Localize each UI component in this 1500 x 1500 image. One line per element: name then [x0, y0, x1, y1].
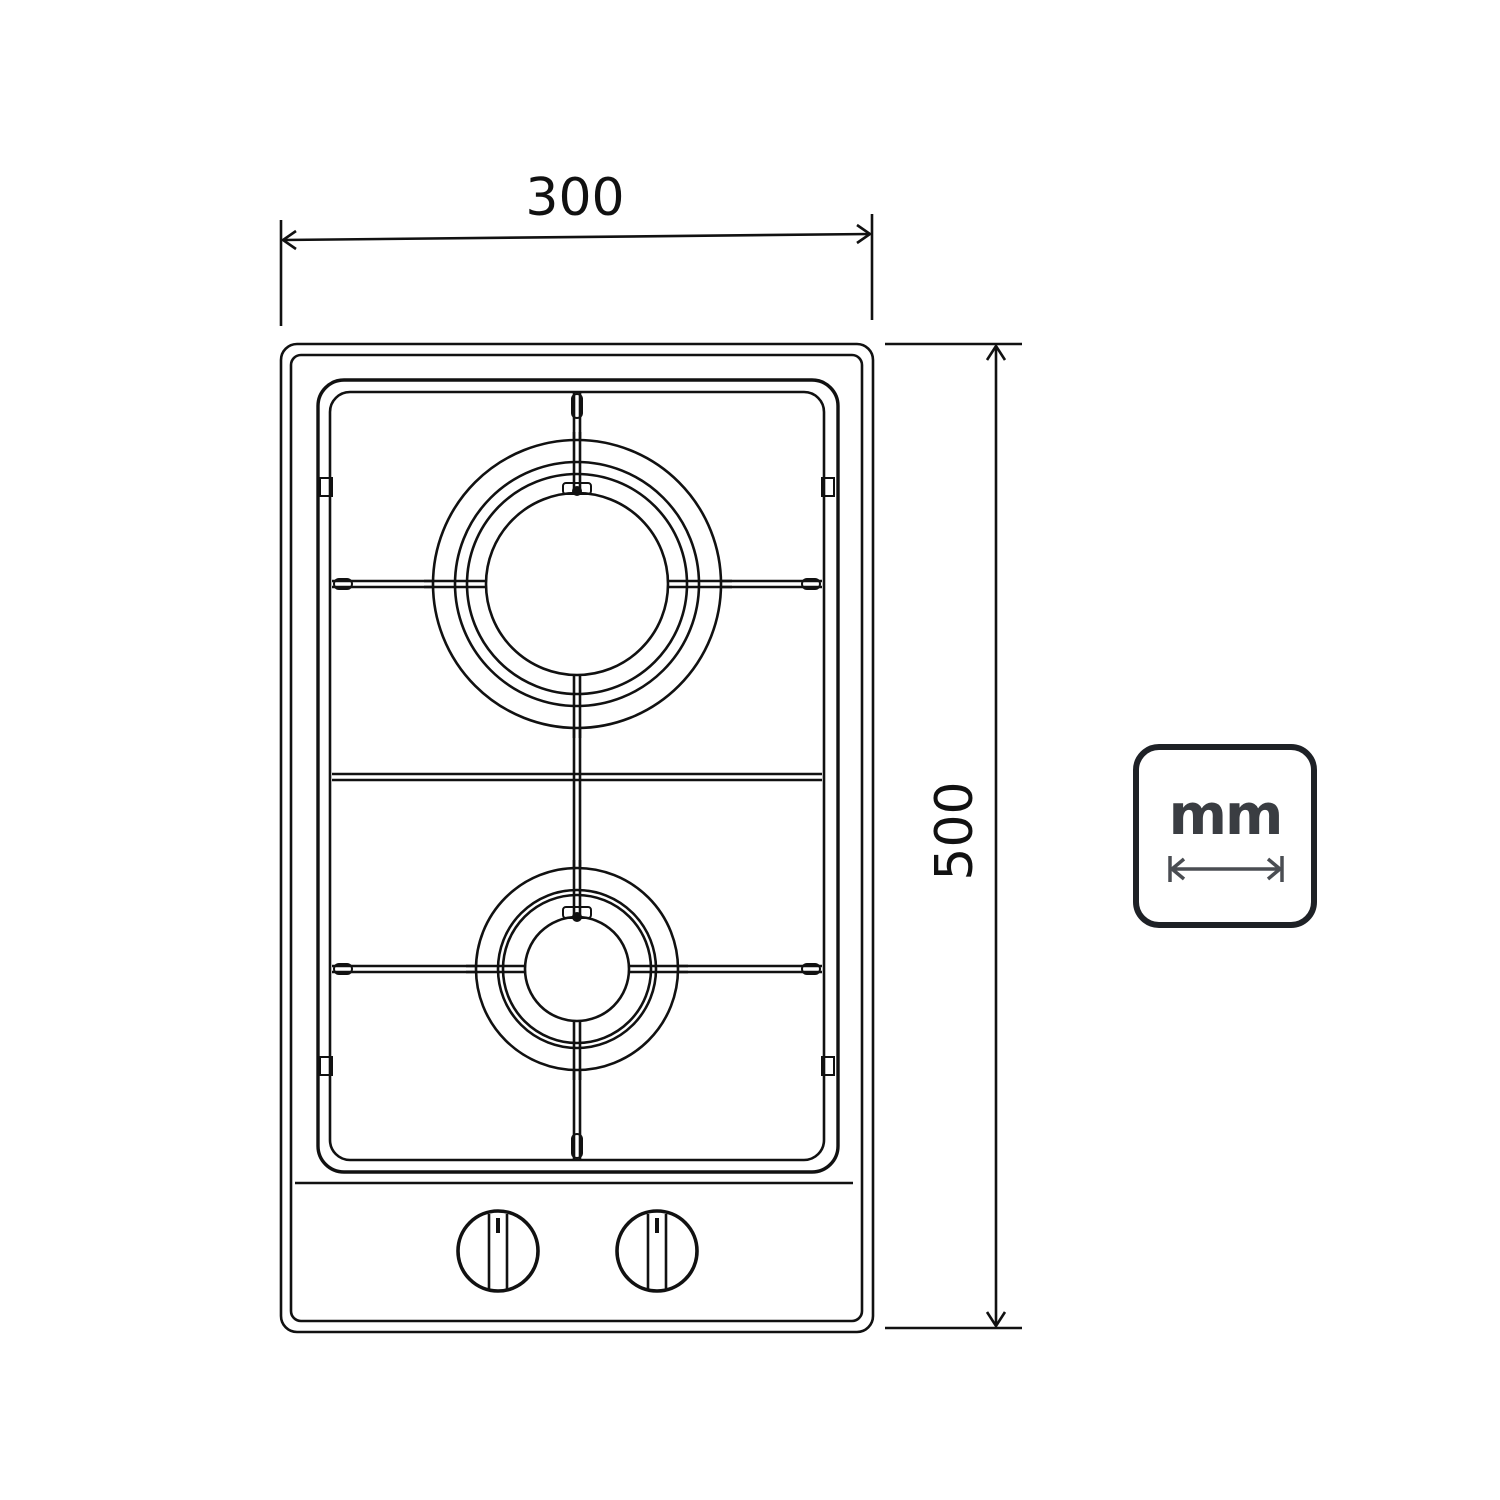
double-arrow-icon — [1168, 856, 1284, 882]
unit-badge: mm — [1133, 744, 1317, 928]
large-burner — [424, 432, 732, 738]
width-dimension-label: 300 — [525, 168, 625, 228]
unit-label: mm — [1168, 783, 1284, 848]
depth-dimension-label: 500 — [925, 781, 985, 881]
hob-frame — [279, 342, 875, 1334]
small-burner — [466, 860, 688, 1080]
depth-dimension — [885, 342, 1022, 1330]
left-knob — [456, 1209, 540, 1293]
right-knob — [615, 1209, 699, 1293]
width-dimension — [279, 214, 874, 326]
